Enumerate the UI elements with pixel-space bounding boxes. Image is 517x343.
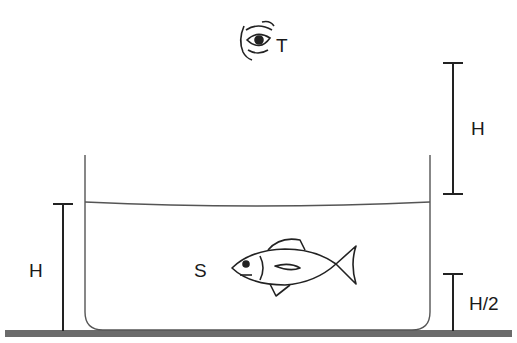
water-surface [85, 202, 430, 206]
observer-label: T [276, 36, 288, 55]
dimension-left [53, 204, 73, 331]
dimension-label: H [471, 119, 485, 138]
object-label: S [194, 261, 207, 280]
dimension-label: H/2 [469, 294, 499, 313]
ground-bar [5, 330, 512, 337]
container [85, 155, 430, 330]
dimension-half [443, 274, 463, 331]
fish-symbol [232, 239, 356, 296]
dimension-label: H [29, 261, 43, 280]
dimension-right [443, 63, 463, 194]
eye-symbol [241, 22, 274, 61]
